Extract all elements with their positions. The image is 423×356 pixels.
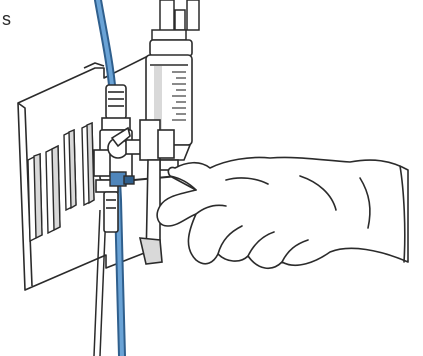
gloved-hand: [156, 156, 409, 269]
syringe-graduations: [172, 71, 186, 121]
upper-rod: [151, 0, 200, 46]
lower-holder: [138, 159, 163, 265]
connector: [93, 84, 133, 233]
figure-label: s: [2, 9, 11, 29]
plate-slots: [27, 121, 95, 243]
